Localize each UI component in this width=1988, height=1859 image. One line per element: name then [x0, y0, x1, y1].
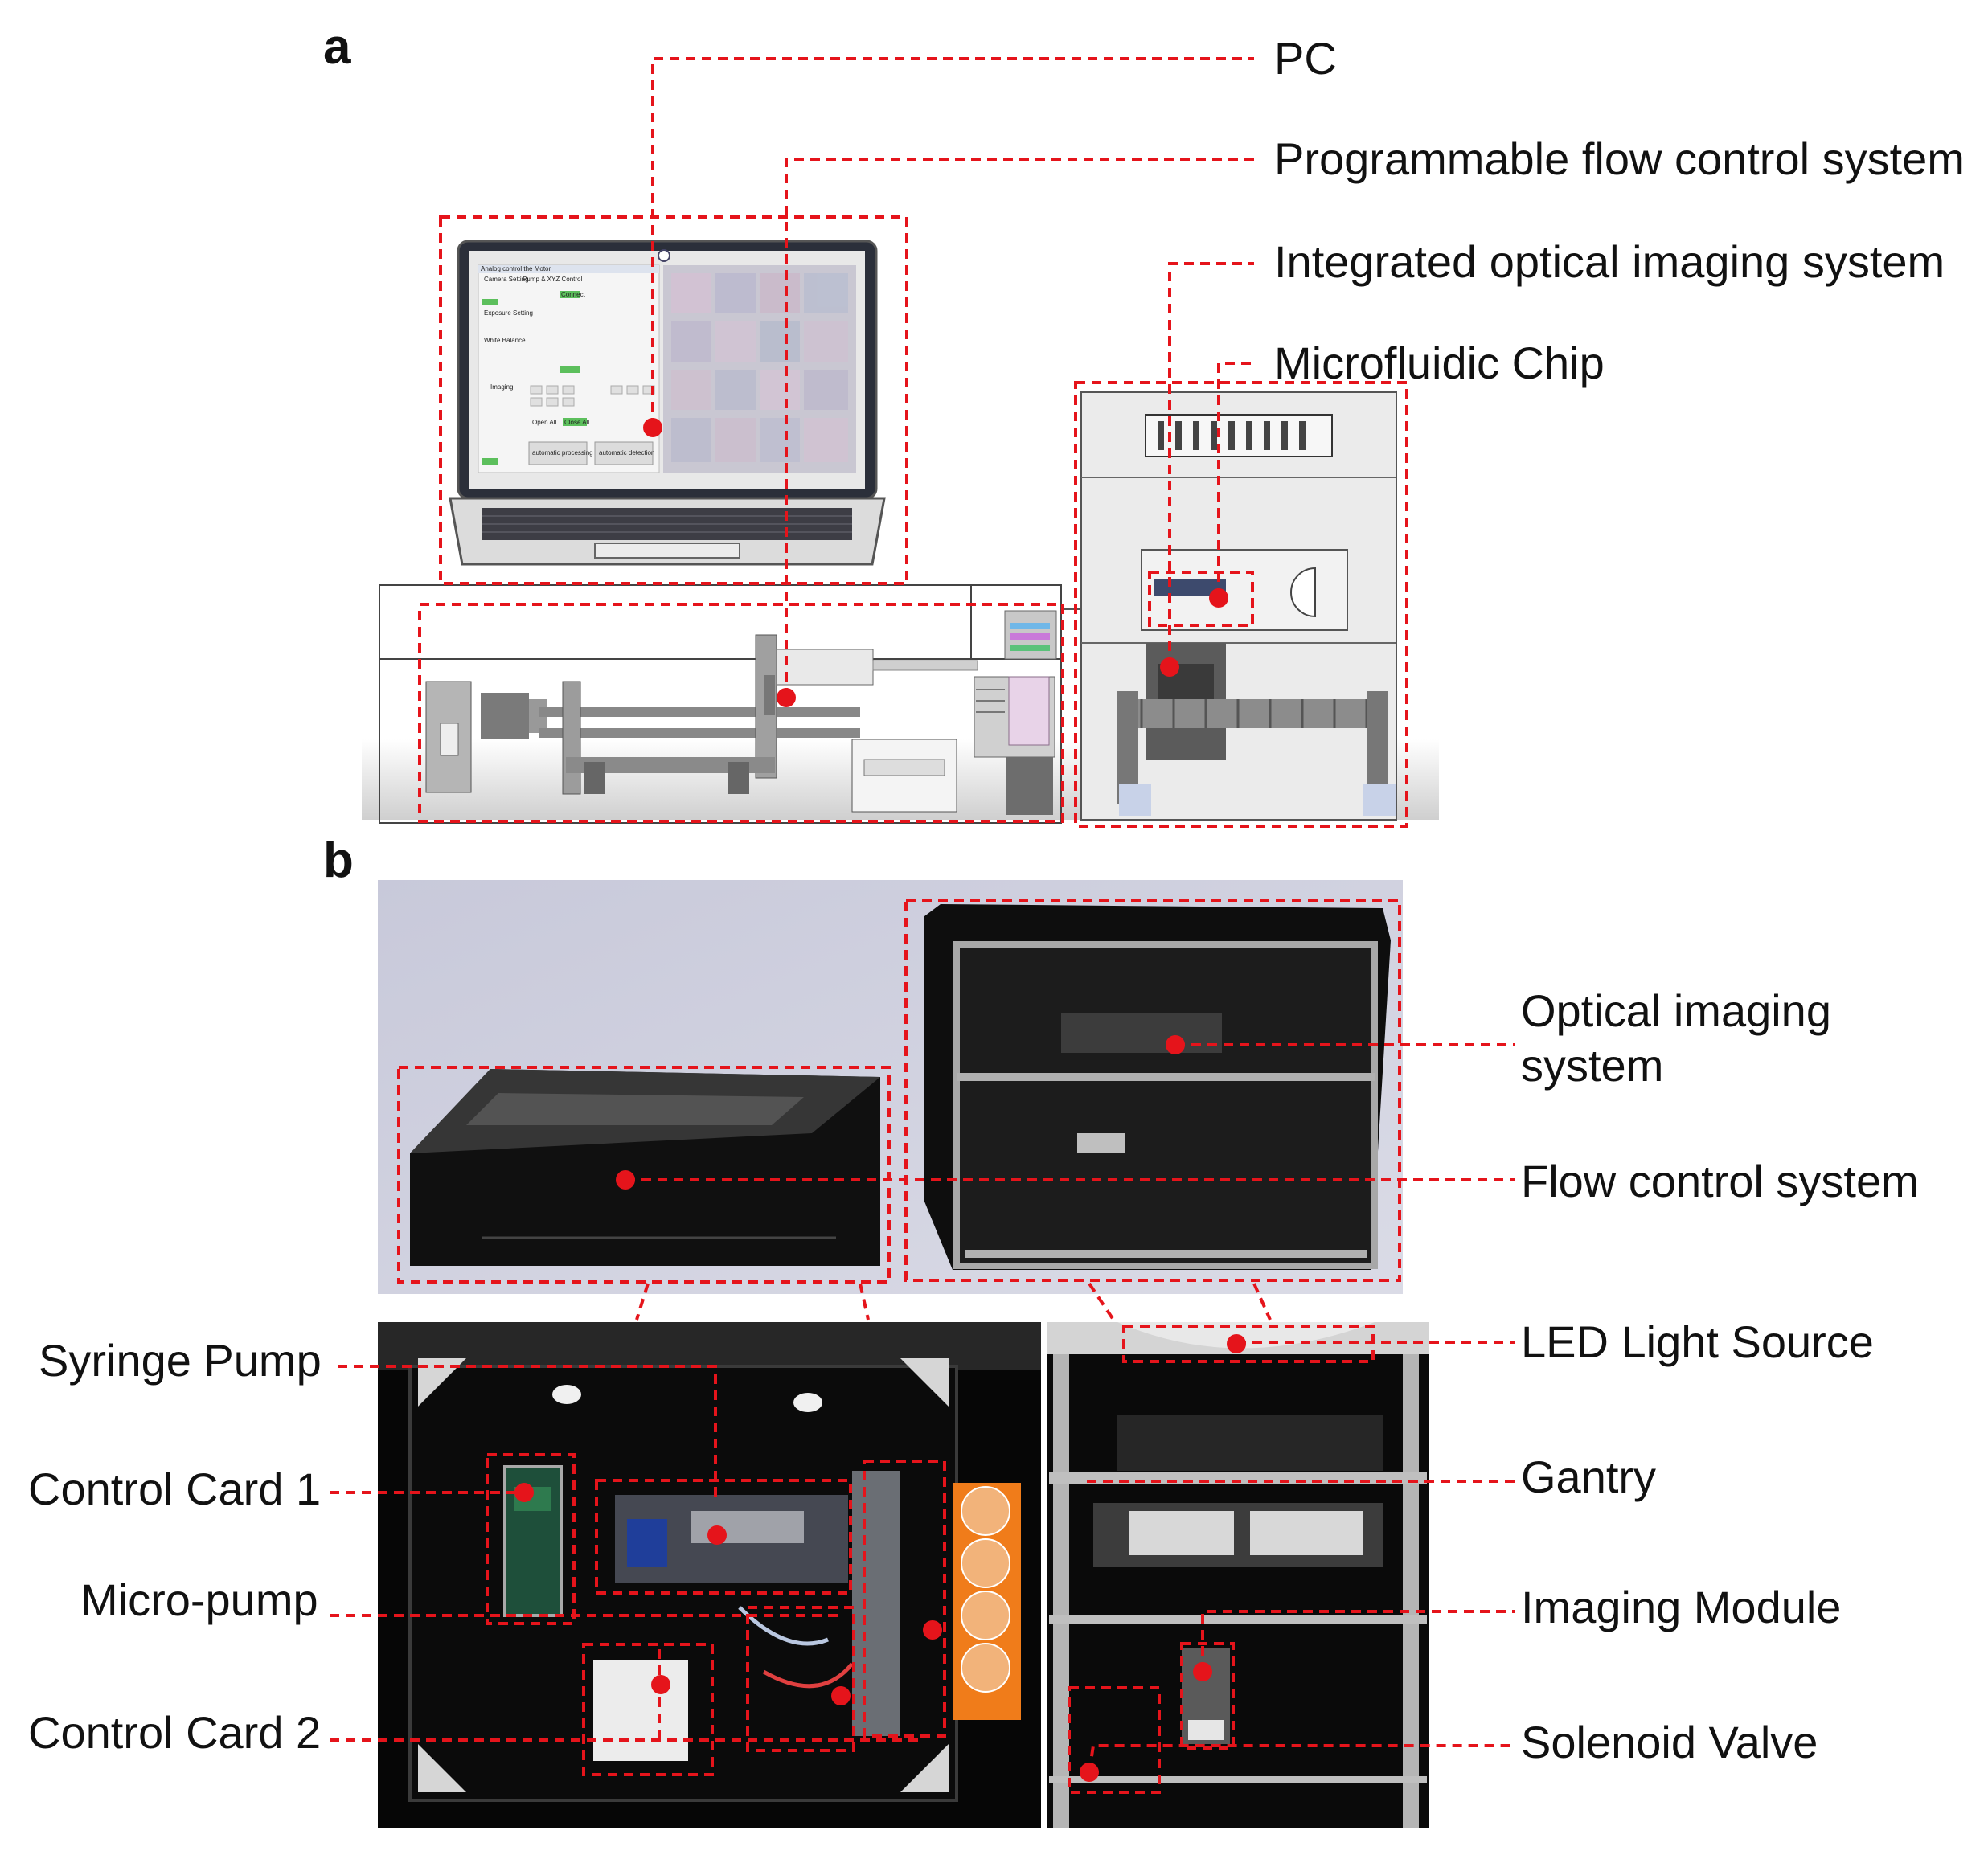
label-pc: PC — [1274, 33, 1337, 84]
panel-a-letter: a — [323, 19, 351, 75]
software-imaging: Imaging — [490, 383, 514, 391]
label-optical-imaging-line2: system — [1521, 1040, 1664, 1091]
label-micro-pump: Micro-pump — [80, 1574, 318, 1625]
software-exposure-setting: Exposure Setting — [484, 309, 533, 317]
software-auto-detection[interactable]: automatic detection — [599, 449, 655, 457]
dot-flow-control-b — [616, 1170, 635, 1190]
software-pump-xyz: Pump & XYZ Control — [523, 276, 583, 283]
dot-valve-2 — [831, 1686, 851, 1705]
software-connect[interactable]: Connect — [561, 291, 585, 298]
label-solenoid-valve: Solenoid Valve — [1521, 1717, 1818, 1767]
dot-led-light — [1227, 1334, 1246, 1353]
dot-micro-pump — [923, 1620, 942, 1640]
dot-optical-imaging-b — [1166, 1035, 1185, 1054]
label-gantry: Gantry — [1521, 1452, 1657, 1502]
label-syringe-pump: Syringe Pump — [39, 1335, 322, 1386]
label-led-light-source: LED Light Source — [1521, 1316, 1874, 1367]
dot-optical-imaging — [1160, 657, 1179, 677]
flow-control-drawing — [379, 584, 1143, 824]
panel-b-letter: b — [323, 833, 354, 888]
software-camera-setting: Camera Setting — [484, 276, 529, 283]
dot-pc — [643, 418, 662, 437]
dot-flow-control — [777, 688, 796, 707]
label-optical-imaging-line1: Optical imaging — [1521, 985, 1831, 1036]
optical-cabinet-drawing — [1080, 391, 1397, 821]
software-open-all[interactable]: Open All — [532, 419, 557, 426]
dot-imaging-module — [1193, 1662, 1212, 1681]
dot-control-card-2 — [651, 1675, 670, 1694]
label-microfluidic-chip: Microfluidic Chip — [1274, 338, 1605, 388]
label-control-card-1: Control Card 1 — [28, 1464, 322, 1514]
label-flow-control-system: Flow control system — [1521, 1156, 1919, 1206]
label-control-card-2: Control Card 2 — [28, 1707, 322, 1758]
panel-a-illustration — [362, 240, 1439, 824]
software-auto-processing[interactable]: automatic processing — [532, 449, 593, 457]
software-window-title: Analog control the Motor — [481, 265, 551, 272]
laptop-drawing — [449, 240, 886, 566]
dot-solenoid-valve — [1080, 1763, 1099, 1782]
software-white-balance: White Balance — [484, 337, 526, 344]
label-imaging-module: Imaging Module — [1521, 1582, 1842, 1632]
dot-microfluidic-chip — [1209, 588, 1228, 608]
panel-b-photos — [378, 880, 1429, 1828]
label-programmable-flow-control: Programmable flow control system — [1274, 133, 1965, 184]
label-integrated-optical-imaging: Integrated optical imaging system — [1274, 236, 1945, 287]
dot-syringe-pump — [707, 1525, 727, 1545]
annotation-overlay — [330, 57, 1515, 1794]
dot-control-card-1 — [514, 1483, 534, 1502]
software-close-all[interactable]: Close All — [564, 419, 590, 426]
annotation-dots — [514, 418, 1246, 1782]
